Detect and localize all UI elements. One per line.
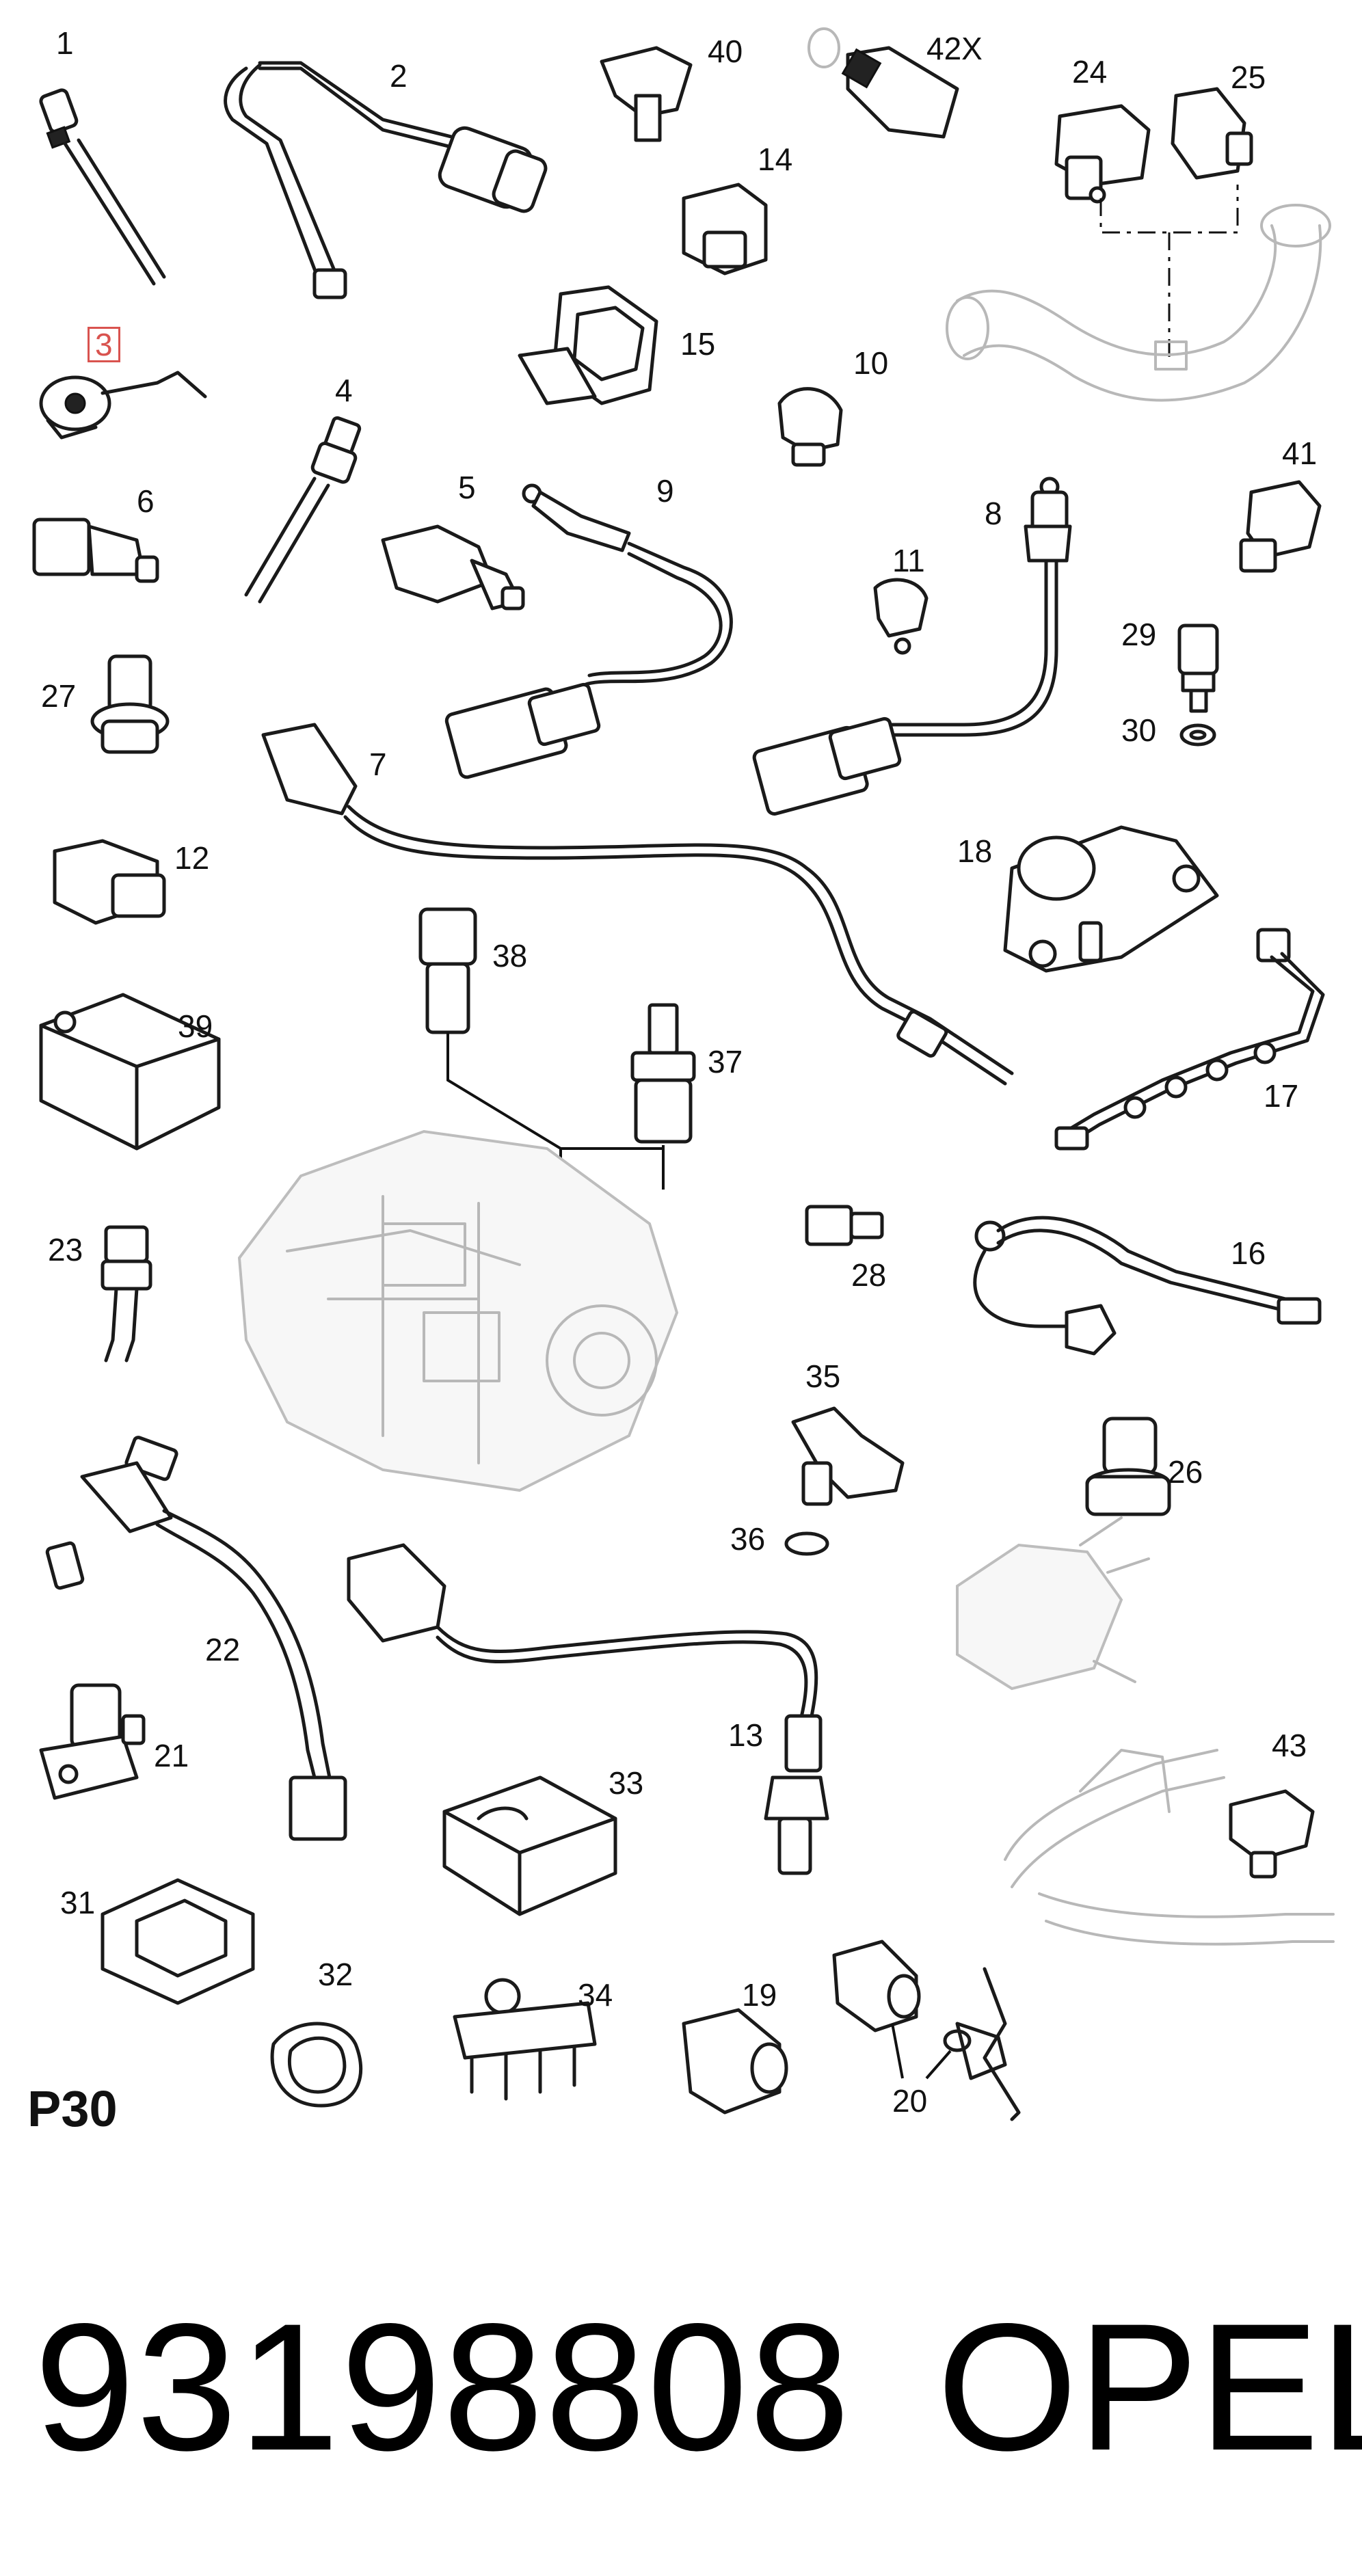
part-number: 93198808 xyxy=(34,2286,852,2488)
callout-23[interactable]: 23 xyxy=(48,1232,83,1267)
part-30-washer[interactable] xyxy=(1179,723,1216,747)
callout-10[interactable]: 10 xyxy=(853,345,889,381)
part-31-bracket[interactable] xyxy=(101,1878,255,2005)
ghost-pump xyxy=(956,1516,1150,1691)
callout-9[interactable]: 9 xyxy=(656,473,674,509)
part-16-wheel-speed-sensor[interactable] xyxy=(973,1216,1322,1356)
part-22-harness[interactable] xyxy=(45,1436,347,1841)
callout-40[interactable]: 40 xyxy=(708,33,743,69)
part-25-sensor[interactable] xyxy=(1171,87,1253,180)
part-20-sensor[interactable] xyxy=(832,1940,1021,2121)
callout-38[interactable]: 38 xyxy=(492,938,528,974)
callout-4[interactable]: 4 xyxy=(335,373,353,408)
callout-17[interactable]: 17 xyxy=(1264,1078,1299,1114)
callout-11[interactable]: 11 xyxy=(892,543,925,578)
callout-20[interactable]: 20 xyxy=(892,2083,928,2119)
callout-19[interactable]: 19 xyxy=(742,1977,777,2013)
callout-5[interactable]: 5 xyxy=(458,470,476,505)
ghost-intake-pipe xyxy=(946,204,1331,402)
part-37-sensor[interactable] xyxy=(630,1003,696,1144)
part-3-sensor[interactable] xyxy=(39,371,207,440)
part-10-clip[interactable] xyxy=(777,387,843,467)
part-21-sensor[interactable] xyxy=(39,1683,146,1800)
part-33-control-unit[interactable] xyxy=(442,1775,617,1916)
part-40-sensor[interactable] xyxy=(600,46,693,142)
part-8-oxygen-sensor[interactable] xyxy=(752,477,1072,816)
part-23-connector[interactable] xyxy=(101,1225,152,1363)
callout-31[interactable]: 31 xyxy=(60,1885,96,1920)
callout-15[interactable]: 15 xyxy=(680,326,716,362)
callout-27[interactable]: 27 xyxy=(41,678,77,714)
part-29-switch[interactable] xyxy=(1177,623,1219,713)
part-34-bracket[interactable] xyxy=(453,1978,597,2101)
part-5-switch[interactable] xyxy=(381,524,525,611)
callout-18[interactable]: 18 xyxy=(957,833,993,869)
leader-24-25 xyxy=(1099,185,1239,362)
callout-26[interactable]: 26 xyxy=(1168,1454,1203,1490)
callout-24[interactable]: 24 xyxy=(1072,54,1108,90)
callout-37[interactable]: 37 xyxy=(708,1044,743,1079)
callout-39[interactable]: 39 xyxy=(178,1008,213,1044)
ghost-gearbox xyxy=(237,1129,679,1492)
callout-35[interactable]: 35 xyxy=(805,1358,841,1394)
callout-1[interactable]: 1 xyxy=(56,25,74,61)
callout-7[interactable]: 7 xyxy=(369,747,387,782)
callout-29[interactable]: 29 xyxy=(1121,617,1157,652)
page-reference: P30 xyxy=(27,2080,118,2137)
part-13-oxygen-sensor[interactable] xyxy=(347,1543,829,1875)
part-26-sensor[interactable] xyxy=(1085,1417,1171,1516)
callout-8[interactable]: 8 xyxy=(985,496,1002,531)
part-12-connector[interactable] xyxy=(53,839,166,925)
callout-34[interactable]: 34 xyxy=(578,1977,613,2013)
part-42x-pressure-switch[interactable] xyxy=(807,27,959,139)
part-1-temperature-probe[interactable] xyxy=(39,88,166,286)
part-17-wheel-speed-sensor[interactable] xyxy=(1054,928,1325,1151)
part-18-crank-sensor[interactable] xyxy=(1003,825,1219,973)
callout-22[interactable]: 22 xyxy=(205,1632,241,1667)
callout-36[interactable]: 36 xyxy=(730,1521,766,1557)
callout-13[interactable]: 13 xyxy=(728,1717,764,1753)
part-38-sensor[interactable] xyxy=(418,907,477,1034)
callout-3-highlighted[interactable]: 3 xyxy=(88,327,120,362)
part-28-switch[interactable] xyxy=(805,1205,884,1246)
part-9-oxygen-sensor[interactable] xyxy=(444,483,733,779)
part-41-connector[interactable] xyxy=(1239,480,1322,573)
callout-14[interactable]: 14 xyxy=(758,142,793,177)
callout-2[interactable]: 2 xyxy=(390,58,408,94)
part-35-cam-sensor[interactable] xyxy=(791,1406,905,1506)
part-11-clip[interactable] xyxy=(873,578,929,655)
callout-33[interactable]: 33 xyxy=(609,1765,644,1801)
callout-42x[interactable]: 42X xyxy=(926,31,983,66)
callout-43[interactable]: 43 xyxy=(1272,1728,1307,1763)
part-4-temperature-probe[interactable] xyxy=(244,416,362,604)
part-24-map-sensor[interactable] xyxy=(1054,104,1151,204)
callout-12[interactable]: 12 xyxy=(174,840,210,876)
part-6-switch[interactable] xyxy=(32,518,159,583)
part-14-clip[interactable] xyxy=(682,183,768,276)
brand-name: OPEL xyxy=(937,2286,1362,2488)
callout-25[interactable]: 25 xyxy=(1231,59,1266,95)
callout-6[interactable]: 6 xyxy=(137,483,155,519)
part-43-pressure-sensor[interactable] xyxy=(1229,1789,1315,1879)
callout-21[interactable]: 21 xyxy=(154,1738,189,1773)
part-19-sensor[interactable] xyxy=(682,2008,788,2115)
part-27-sensor[interactable] xyxy=(90,654,170,754)
callout-28[interactable]: 28 xyxy=(851,1257,887,1293)
part-36-o-ring[interactable] xyxy=(784,1531,829,1556)
part-7-exhaust-temp-sensor[interactable] xyxy=(261,723,1014,1086)
part-39-control-unit[interactable] xyxy=(39,993,221,1151)
part-32-gasket[interactable] xyxy=(270,2022,363,2108)
callout-30[interactable]: 30 xyxy=(1121,712,1157,748)
part-2-sensor-harness[interactable] xyxy=(224,61,548,299)
part-15-bracket[interactable] xyxy=(518,285,658,405)
callout-41[interactable]: 41 xyxy=(1282,435,1318,471)
ghost-pipe-right xyxy=(1004,1749,1335,1946)
callout-16[interactable]: 16 xyxy=(1231,1235,1266,1271)
callout-32[interactable]: 32 xyxy=(318,1957,353,1992)
